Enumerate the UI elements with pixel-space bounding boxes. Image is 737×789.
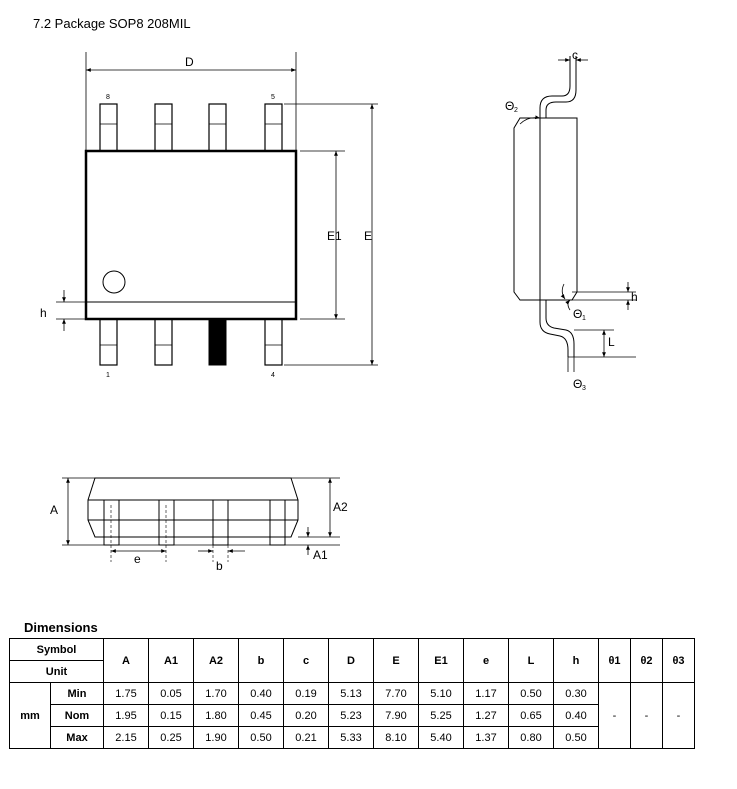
table-cell: 5.23 xyxy=(328,704,374,727)
table-cell: 1.70 xyxy=(193,682,239,705)
table-cell: 0.50 xyxy=(508,682,554,705)
table-row: Nom 1.95 0.15 1.80 0.45 0.20 5.23 7.90 5… xyxy=(10,704,695,727)
table-cell: 5.13 xyxy=(328,682,374,705)
theta-cell: - xyxy=(630,682,663,749)
symbol-cell: b xyxy=(238,638,284,683)
table-cell: 1.75 xyxy=(103,682,149,705)
symbol-cell: E xyxy=(373,638,419,683)
table-cell: 0.65 xyxy=(508,704,554,727)
table-cell: 0.19 xyxy=(283,682,329,705)
table-header-row-1: Symbol A A1 A2 b c D E E1 e L h θ1 θ2 θ3 xyxy=(9,638,695,683)
table-cell: 0.30 xyxy=(553,682,599,705)
unit-header: Unit xyxy=(9,660,104,683)
side-view xyxy=(513,56,636,372)
theta3-sub: 3 xyxy=(582,385,586,392)
dim-b-label: b xyxy=(216,559,223,573)
table-cell: 0.40 xyxy=(238,682,284,705)
theta2-sub: 2 xyxy=(514,107,518,114)
package-drawing: D 8 5 1 4 E1 E h c Θ 2 xyxy=(40,48,638,573)
symbol-cell: e xyxy=(463,638,509,683)
theta1-sub: 1 xyxy=(582,315,586,322)
dim-c-label: c xyxy=(572,48,578,62)
symbol-cell: θ2 xyxy=(630,638,663,683)
theta1-label: Θ xyxy=(573,307,582,321)
front-view xyxy=(62,477,340,562)
symbol-cell: A xyxy=(103,638,149,683)
symbol-cell: θ3 xyxy=(662,638,695,683)
symbol-cell: θ1 xyxy=(598,638,631,683)
table-cell: 1.17 xyxy=(463,682,509,705)
dim-l-label: L xyxy=(608,335,615,349)
table-cell: 1.80 xyxy=(193,704,239,727)
table-cell: 0.21 xyxy=(283,726,329,749)
dim-e1-label: E1 xyxy=(327,229,342,243)
table-cell: 5.33 xyxy=(328,726,374,749)
table-cell: 1.27 xyxy=(463,704,509,727)
symbol-cell: L xyxy=(508,638,554,683)
symbol-cell: A1 xyxy=(148,638,194,683)
table-cell: 0.50 xyxy=(238,726,284,749)
dim-a-label: A xyxy=(50,503,58,517)
table-cell: 0.50 xyxy=(553,726,599,749)
table-cell: 0.25 xyxy=(148,726,194,749)
pin-8-label: 8 xyxy=(106,94,110,101)
unit-cell: mm xyxy=(9,682,51,749)
dimensions-table: Symbol A A1 A2 b c D E E1 e L h θ1 θ2 θ3… xyxy=(9,638,695,749)
table-row: Max 2.15 0.25 1.90 0.50 0.21 5.33 8.10 5… xyxy=(10,726,695,749)
table-cell: 1.37 xyxy=(463,726,509,749)
table-cell: 0.40 xyxy=(553,704,599,727)
dim-a2-label: A2 xyxy=(333,500,348,514)
table-cell: 5.10 xyxy=(418,682,464,705)
table-cell: 0.05 xyxy=(148,682,194,705)
theta-cell: - xyxy=(598,682,631,749)
dim-e-label: E xyxy=(364,229,372,243)
table-row: mm Min 1.75 0.05 1.70 0.40 0.19 5.13 7.7… xyxy=(9,682,695,749)
table-cell: 5.40 xyxy=(418,726,464,749)
table-cell: 1.90 xyxy=(193,726,239,749)
table-cell: 0.15 xyxy=(148,704,194,727)
side-dim-h-label: h xyxy=(631,290,638,304)
pin-1-label: 1 xyxy=(106,372,110,379)
top-view xyxy=(56,52,378,366)
dimensions-heading: Dimensions xyxy=(24,620,98,635)
symbol-header: Symbol xyxy=(9,638,104,661)
table-cell: 2.15 xyxy=(103,726,149,749)
pin-4-label: 4 xyxy=(271,372,275,379)
symbol-cell: E1 xyxy=(418,638,464,683)
symbol-cell: h xyxy=(553,638,599,683)
table-cell: 0.80 xyxy=(508,726,554,749)
row-label: Min xyxy=(50,682,104,705)
table-cell: 7.70 xyxy=(373,682,419,705)
table-header-row-2: Unit xyxy=(9,660,695,683)
table-cell: 7.90 xyxy=(373,704,419,727)
row-label: Nom xyxy=(50,704,104,727)
dim-d-label: D xyxy=(185,55,194,69)
dim-h-label: h xyxy=(40,306,47,320)
symbol-cell: D xyxy=(328,638,374,683)
theta3-label: Θ xyxy=(573,377,582,391)
row-label: Max xyxy=(50,726,104,749)
pin-5-label: 5 xyxy=(271,94,275,101)
table-cell: 0.45 xyxy=(238,704,284,727)
table-cell: 8.10 xyxy=(373,726,419,749)
theta2-label: Θ xyxy=(505,99,514,113)
page-title: 7.2 Package SOP8 208MIL xyxy=(33,16,191,31)
theta-cell: - xyxy=(662,682,695,749)
dim-a1-label: A1 xyxy=(313,548,328,562)
table-cell: 5.25 xyxy=(418,704,464,727)
symbol-cell: c xyxy=(283,638,329,683)
table-cell: 1.95 xyxy=(103,704,149,727)
symbol-cell: A2 xyxy=(193,638,239,683)
dim-e-pitch-label: e xyxy=(134,552,141,566)
table-cell: 0.20 xyxy=(283,704,329,727)
